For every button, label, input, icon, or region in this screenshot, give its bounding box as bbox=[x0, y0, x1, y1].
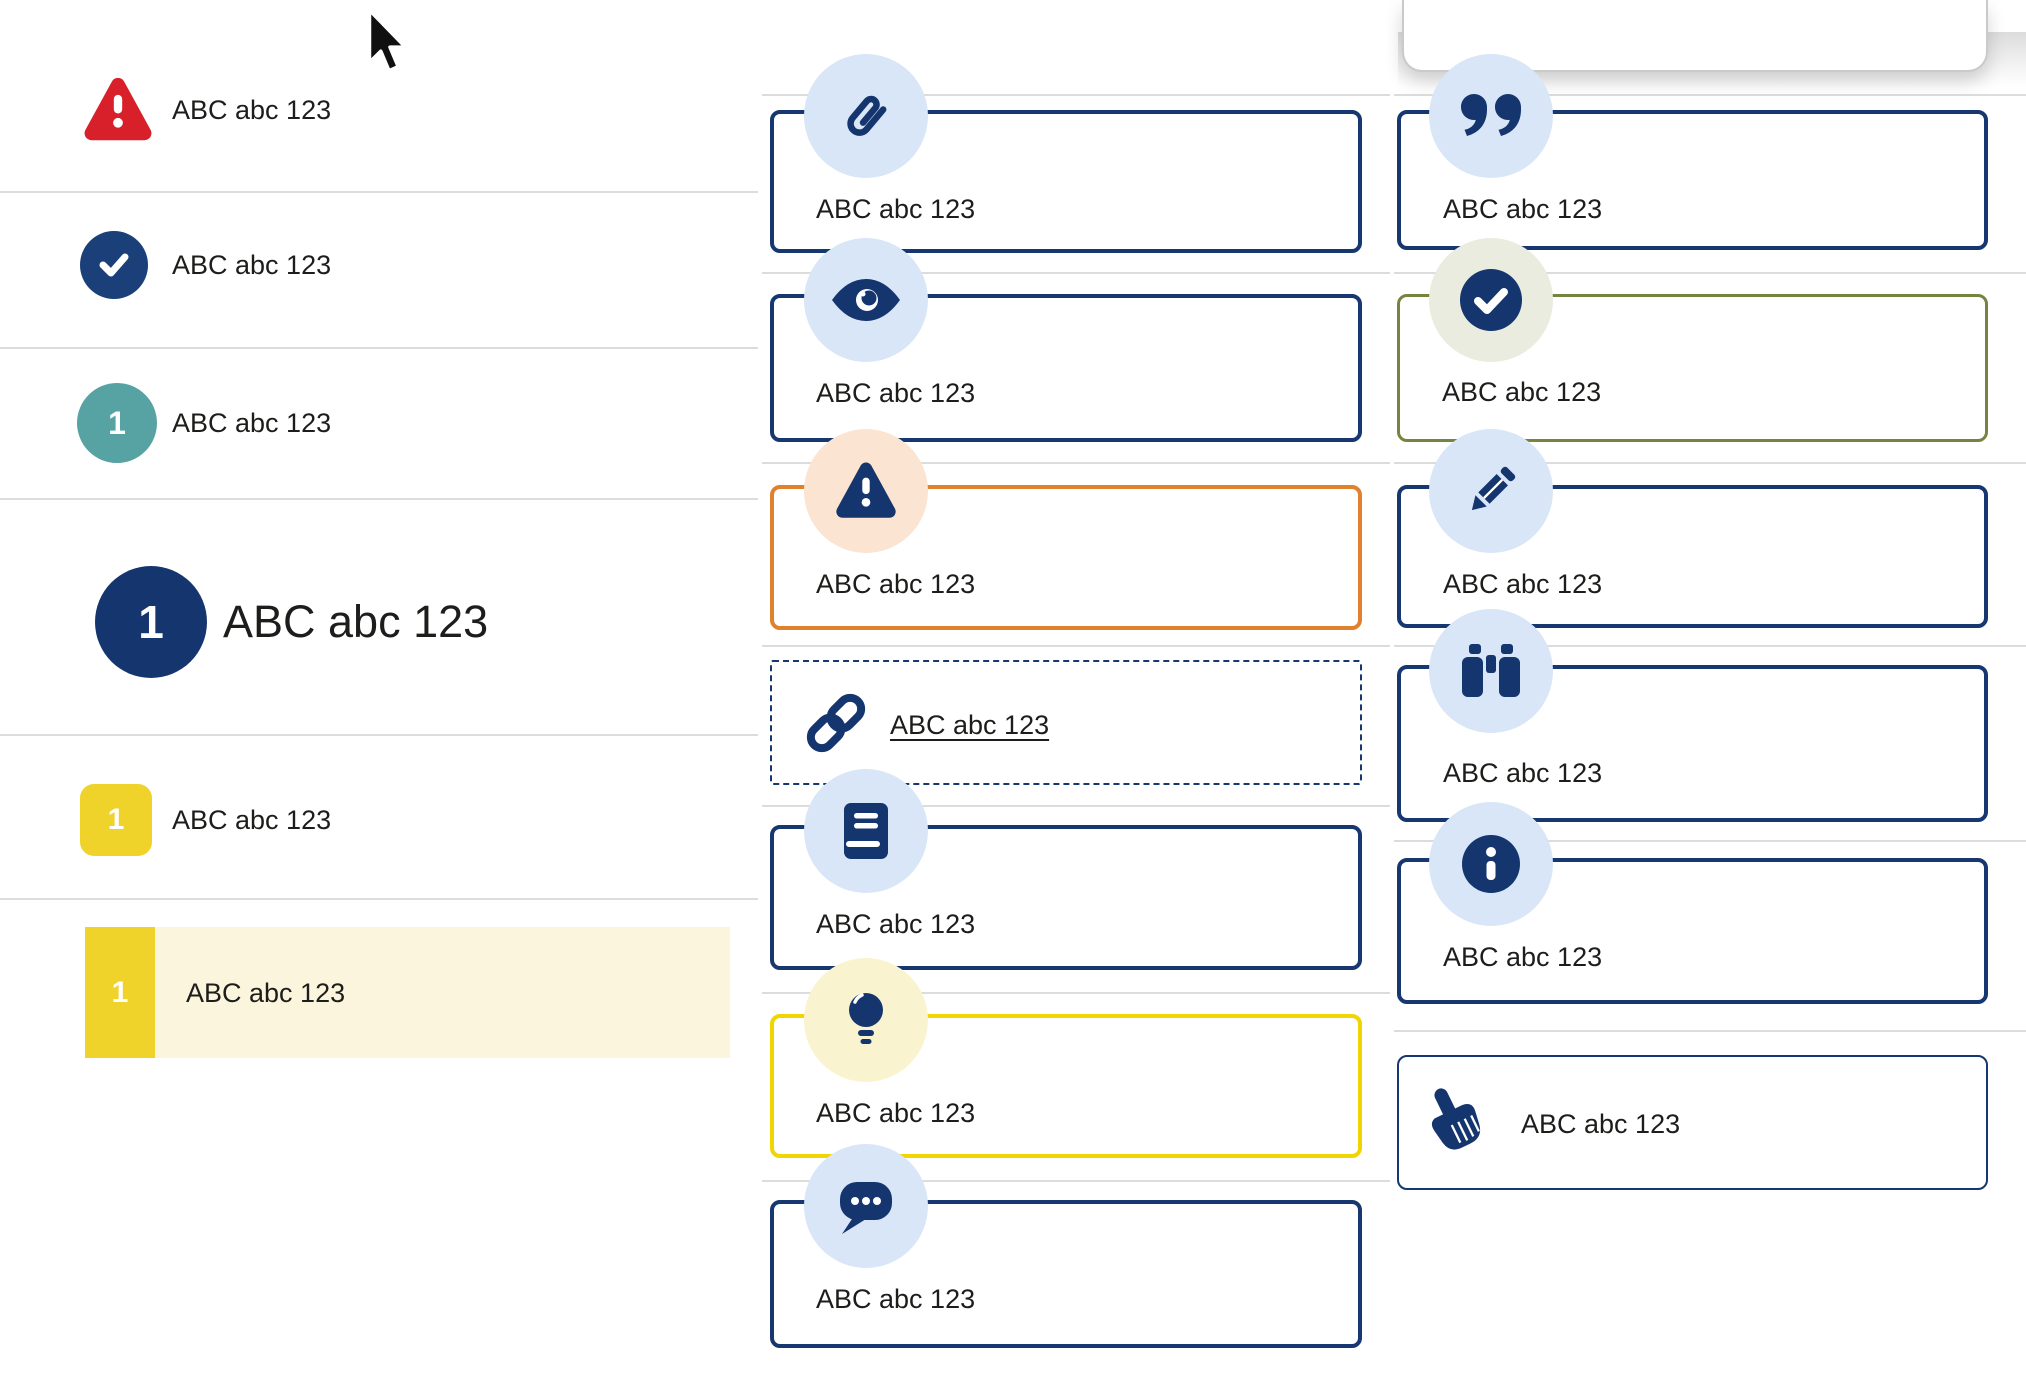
warning-triangle-icon bbox=[804, 429, 928, 553]
callout-label: ABC abc 123 bbox=[1443, 569, 1603, 599]
list-item-label: ABC abc 123 bbox=[172, 408, 332, 438]
callout-success: ABC abc 123 bbox=[1397, 294, 1988, 442]
divider bbox=[1394, 94, 2026, 96]
number-badge: 1 bbox=[80, 784, 152, 856]
list-item-label: ABC abc 123 bbox=[172, 805, 332, 835]
list-item-label: ABC abc 123 bbox=[172, 250, 332, 280]
check-circle-icon bbox=[80, 231, 148, 299]
callout-label: ABC abc 123 bbox=[1521, 1109, 1681, 1139]
divider bbox=[0, 347, 758, 349]
chat-bubble-icon bbox=[804, 1144, 928, 1268]
divider bbox=[1394, 1030, 2026, 1032]
divider bbox=[1394, 645, 2026, 647]
divider bbox=[0, 498, 758, 500]
divider bbox=[762, 462, 1390, 464]
mouse-cursor bbox=[367, 8, 408, 73]
divider bbox=[1394, 462, 2026, 464]
divider bbox=[1394, 272, 2026, 274]
callout-label: ABC abc 123 bbox=[816, 1284, 976, 1314]
callout-label: ABC abc 123 bbox=[816, 378, 976, 408]
callout-label: ABC abc 123 bbox=[1443, 942, 1603, 972]
quote-icon bbox=[1429, 54, 1553, 178]
callout-label: ABC abc 123 bbox=[1443, 758, 1603, 788]
callout-action: ABC abc 123 bbox=[1397, 1055, 1988, 1190]
number-badge: 1 bbox=[95, 566, 207, 678]
divider bbox=[0, 191, 758, 193]
callout-label: ABC abc 123 bbox=[816, 909, 976, 939]
number-badge: 1 bbox=[85, 927, 155, 1058]
book-icon bbox=[804, 769, 928, 893]
divider bbox=[762, 805, 1390, 807]
paperclip-icon bbox=[804, 54, 928, 178]
check-circle-icon bbox=[1429, 238, 1553, 362]
callout-search: ABC abc 123 bbox=[1397, 665, 1988, 822]
pencil-icon bbox=[1429, 429, 1553, 553]
divider bbox=[0, 898, 758, 900]
warning-triangle-icon bbox=[84, 77, 152, 141]
list-item-label: ABC abc 123 bbox=[172, 95, 332, 125]
callout-link-text[interactable]: ABC abc 123 bbox=[890, 710, 1050, 740]
divider bbox=[762, 645, 1390, 647]
list-item-label: ABC abc 123 bbox=[223, 596, 489, 647]
callout-link: ABC abc 123 bbox=[770, 660, 1362, 785]
callout-preview: ABC abc 123 bbox=[770, 294, 1362, 442]
divider bbox=[1394, 840, 2026, 842]
callout-label: ABC abc 123 bbox=[1443, 194, 1603, 224]
divider bbox=[762, 272, 1390, 274]
callout-label: ABC abc 123 bbox=[816, 569, 976, 599]
info-icon bbox=[1429, 802, 1553, 926]
divider bbox=[762, 992, 1390, 994]
link-icon bbox=[806, 693, 866, 753]
number-badge: 1 bbox=[77, 383, 157, 463]
divider bbox=[762, 1180, 1390, 1182]
list-item-label: ABC abc 123 bbox=[186, 978, 346, 1008]
top-right-panel-edge bbox=[1402, 0, 1988, 72]
lightbulb-icon bbox=[804, 958, 928, 1082]
eye-icon bbox=[804, 238, 928, 362]
divider bbox=[762, 94, 1390, 96]
hand-pointer-icon bbox=[1431, 1088, 1481, 1150]
callout-label: ABC abc 123 bbox=[816, 194, 976, 224]
highlight-band bbox=[85, 927, 730, 1058]
callout-label: ABC abc 123 bbox=[816, 1098, 976, 1128]
binoculars-icon bbox=[1429, 609, 1553, 733]
divider bbox=[0, 734, 758, 736]
callout-label: ABC abc 123 bbox=[1442, 377, 1602, 407]
